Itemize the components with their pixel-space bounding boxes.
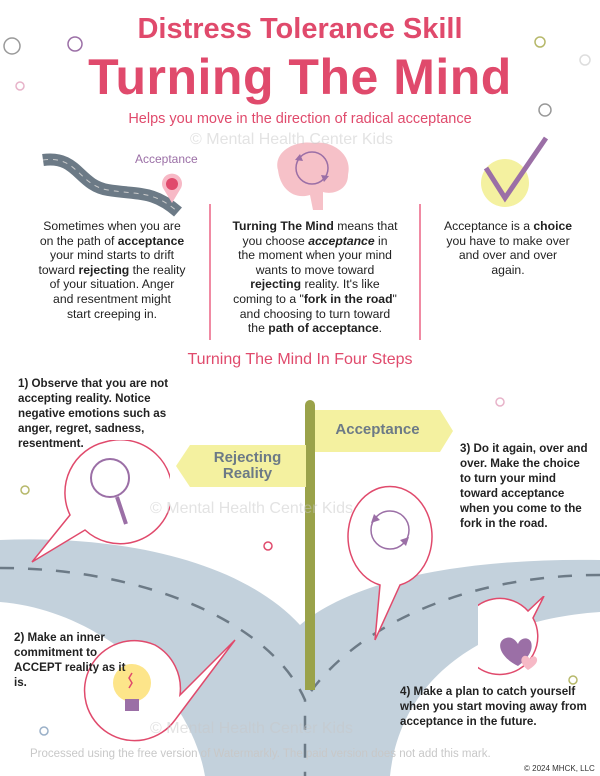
step-1: 1) Observe that you are not accepting re…	[18, 377, 169, 450]
road-acceptance-label: Acceptance	[135, 152, 198, 166]
subtitle: Helps you move in the direction of radic…	[128, 111, 472, 127]
watermark: © Mental Health Center Kids	[150, 500, 353, 517]
signpost-icon	[305, 400, 315, 690]
step-3: 3) Do it again, over and over. Make the …	[460, 442, 588, 530]
brain-icon	[277, 142, 349, 210]
step-4: 4) Make a plan to catch yourself when yo…	[400, 685, 587, 728]
kicker-title: Distress Tolerance Skill	[137, 13, 463, 45]
lightbulb-icon	[83, 639, 236, 742]
steps-title: Turning The Mind In Four Steps	[187, 351, 413, 368]
checkmark-icon	[481, 136, 549, 207]
divider	[419, 204, 421, 340]
acceptance-sign-shape	[315, 410, 453, 452]
cycle-arrows-icon	[347, 485, 433, 641]
map-pin-icon	[162, 173, 182, 203]
watermark: © Mental Health Center Kids	[150, 720, 353, 737]
magnifier-icon	[31, 440, 170, 563]
step-2: 2) Make an inner commitment to ACCEPT re…	[14, 631, 126, 689]
road-icon	[42, 153, 182, 217]
copyright: © 2024 MHCK, LLC	[524, 764, 595, 773]
acceptance-sign-label: Acceptance	[335, 421, 420, 438]
hearts-icon	[478, 596, 545, 676]
divider	[209, 204, 211, 340]
page-title: Turning The Mind	[88, 49, 512, 105]
rejecting-sign-label: Rejecting Reality	[213, 449, 282, 482]
watermark: © Mental Health Center Kids	[190, 131, 393, 148]
rejecting-sign-shape	[176, 445, 306, 487]
processed-notice: Processed using the free version of Wate…	[30, 748, 491, 760]
